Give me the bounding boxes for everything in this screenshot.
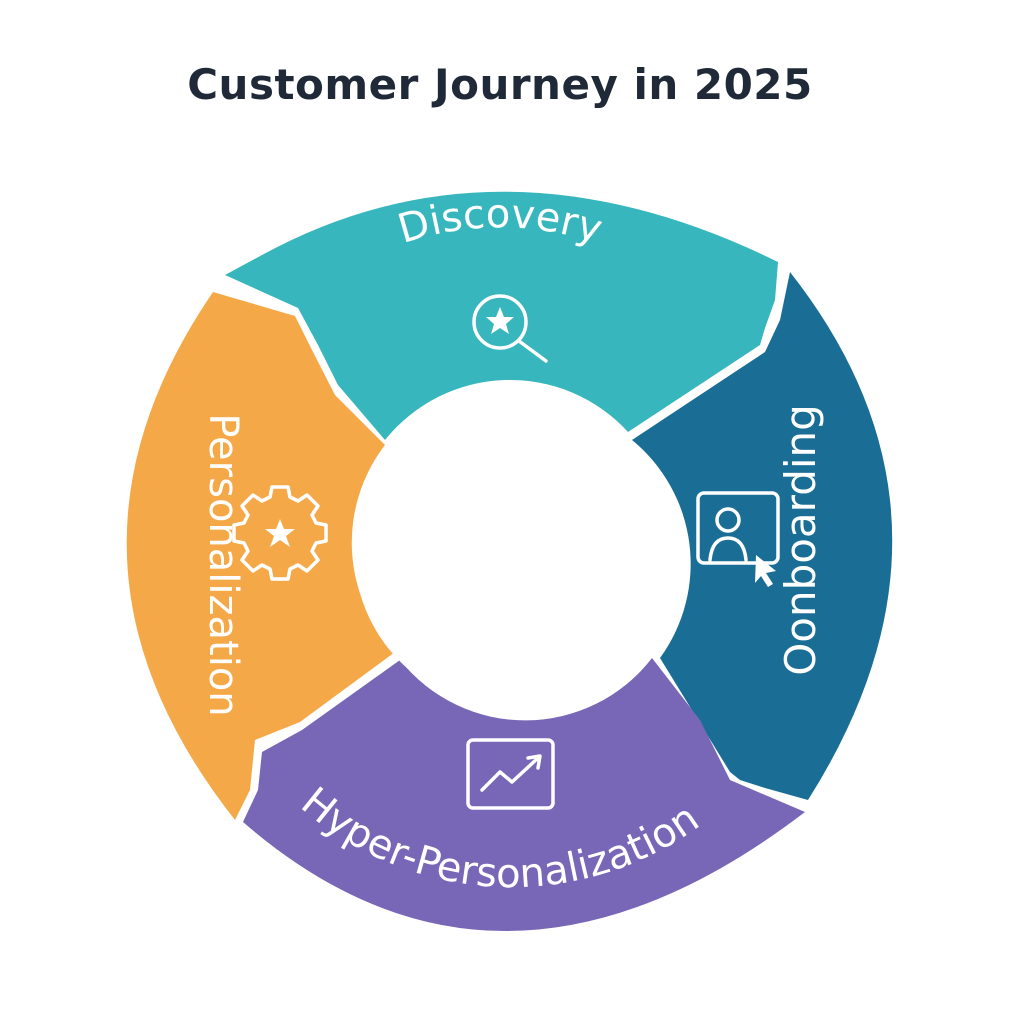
trending-chart-icon: [466, 738, 555, 810]
search-star-icon: [472, 294, 548, 363]
personalization-label: Personalization: [200, 413, 246, 716]
onboarding-label: Oonboarding: [776, 404, 825, 676]
segment-onboarding: [632, 272, 893, 800]
page-title: Customer Journey in 2025: [187, 60, 813, 109]
center-hole: [354, 392, 670, 708]
segment-personalization: [126, 292, 395, 820]
user-screen-cursor-icon: [696, 491, 780, 587]
gear-star-icon: [232, 485, 328, 581]
segment-hyper-personalization: [243, 658, 805, 932]
